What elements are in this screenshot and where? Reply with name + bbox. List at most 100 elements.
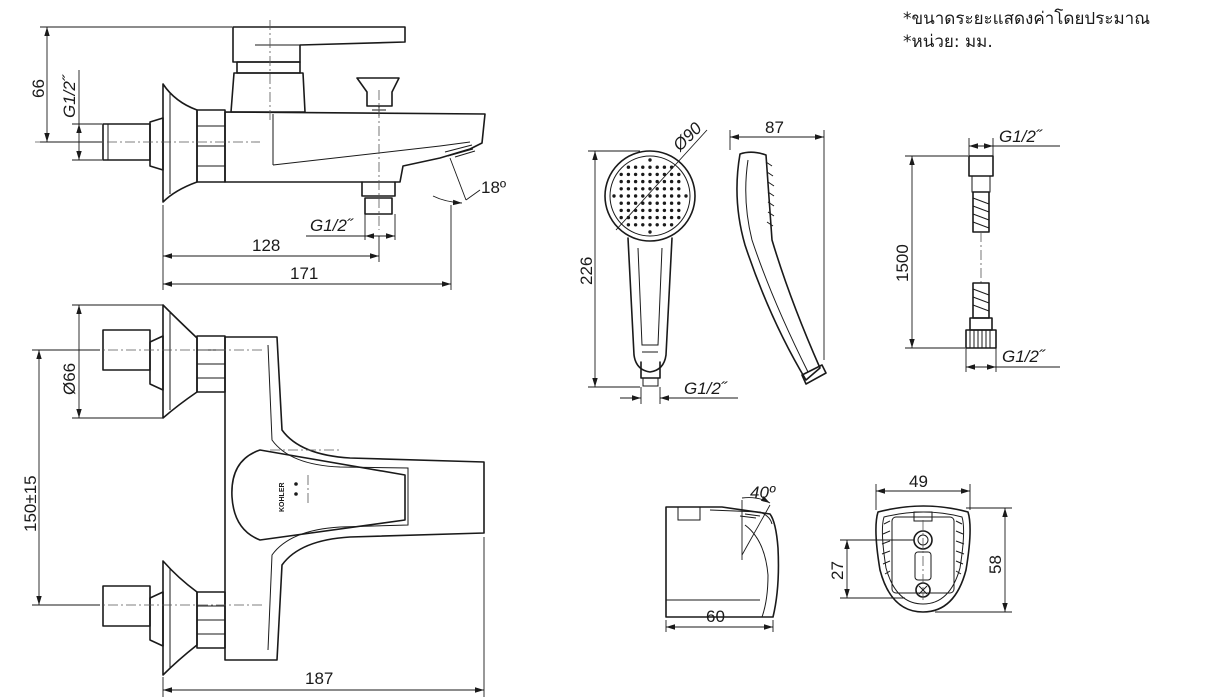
nozzle-dot [633, 179, 638, 184]
nozzle-dot [669, 172, 674, 177]
nozzle-dot [626, 172, 631, 177]
nozzle-dot [641, 172, 645, 177]
nozzle-dot [626, 208, 631, 213]
nozzle-dot [626, 187, 631, 191]
nozzle-dot [633, 194, 638, 198]
dim-side-total: 171 [290, 264, 318, 283]
handshower-front-view: Ø90 226 G1/2˝ [577, 118, 738, 404]
nozzle-dot [655, 194, 659, 198]
kohler-logo: KOHLER [279, 482, 286, 512]
nozzle-dot [648, 158, 652, 162]
nozzle-dot [648, 194, 652, 198]
nozzle-dot [662, 179, 667, 184]
nozzle-dot [669, 208, 674, 213]
dim-side-inlet-thread: G1/2˝ [60, 74, 79, 118]
nozzle-dot [619, 187, 623, 191]
nozzle-dot [669, 215, 674, 220]
nozzle-dot [684, 194, 688, 198]
nozzle-dot [626, 165, 631, 169]
nozzle-dot [677, 201, 681, 205]
nozzle-dot [677, 179, 681, 184]
dim-handshower-depth: 87 [765, 118, 784, 137]
nozzle-dot [641, 223, 645, 227]
nozzle-dot [641, 165, 645, 169]
nozzle-dot [677, 172, 681, 177]
indicator-dot [294, 482, 298, 486]
nozzle-dot [669, 194, 674, 198]
nozzle-dot [662, 215, 667, 220]
nozzle-dot [677, 215, 681, 220]
nozzle-dot [633, 187, 638, 191]
nozzle-dot [648, 230, 652, 234]
indicator-dot [294, 492, 298, 496]
nozzle-dot [669, 223, 674, 227]
nozzle-dot [626, 194, 631, 198]
dim-handshower-thread: G1/2˝ [684, 379, 728, 398]
dim-side-height: 66 [29, 79, 48, 98]
dim-flange-diameter: Ø66 [60, 363, 79, 395]
nozzle-dot [641, 201, 645, 205]
nozzle-dot [648, 172, 652, 177]
mixer-side-view: 66 G1/2˝ 18º G1/2˝ 128 171 [29, 20, 506, 290]
dim-spout-angle: 18º [481, 178, 506, 197]
dim-hose-thread-bottom: G1/2˝ [1002, 347, 1046, 366]
nozzle-dot [633, 201, 638, 205]
nozzle-dot [677, 194, 681, 198]
nozzle-dot [612, 194, 616, 198]
nozzle-dot [655, 223, 659, 227]
approximate-dimensions-note: *ขนาดระยะแสดงค่าโดยประมาณ [903, 9, 1150, 29]
nozzle-dot [677, 208, 681, 213]
nozzle-dot [626, 223, 631, 227]
nozzle-dot [669, 179, 674, 184]
shower-hose: G1/2˝ 1500 G1/2˝ [893, 127, 1060, 372]
holder-front-view: 49 27 58 [828, 472, 1012, 613]
nozzle-dot [619, 179, 623, 184]
nozzle-dot [619, 194, 623, 198]
dim-inlet-spacing: 150±15 [21, 475, 40, 532]
dim-holder-depth: 60 [706, 607, 725, 626]
nozzle-dot [641, 179, 645, 184]
nozzle-dot [633, 223, 638, 227]
nozzle-dot [619, 215, 623, 220]
nozzle-dot [641, 208, 645, 213]
nozzle-dot [648, 187, 652, 191]
dim-hose-length: 1500 [893, 244, 912, 282]
nozzle-dot [662, 201, 667, 205]
nozzle-dot [648, 201, 652, 205]
dim-holder-width: 49 [909, 472, 928, 491]
nozzle-dot [648, 208, 652, 213]
nozzle-dot [633, 215, 638, 220]
unit-note: *หน่วย: มม. [903, 32, 993, 52]
dim-handshower-diameter: Ø90 [669, 118, 706, 155]
dim-holder-height: 58 [986, 555, 1005, 574]
nozzle-dot [662, 187, 667, 191]
nozzle-dot [662, 194, 667, 198]
spray-nozzles [612, 158, 688, 234]
nozzle-dot [648, 215, 652, 220]
nozzle-dot [655, 187, 659, 191]
nozzle-dot [677, 187, 681, 191]
nozzle-dot [655, 165, 659, 169]
nozzle-dot [669, 201, 674, 205]
nozzle-dot [641, 194, 645, 198]
mixer-top-view: KOHLER Ø66 150±15 187 [21, 304, 485, 697]
nozzle-dot [633, 165, 638, 169]
nozzle-dot [648, 223, 652, 227]
nozzle-dot [669, 187, 674, 191]
nozzle-dot [648, 179, 652, 184]
dim-inlet-to-outlet: 128 [252, 236, 280, 255]
nozzle-dot [655, 201, 659, 205]
nozzle-dot [655, 208, 659, 213]
nozzle-dot [655, 179, 659, 184]
nozzle-dot [662, 223, 667, 227]
holder-side-view: 40º 60 [665, 483, 780, 632]
nozzle-dot [662, 208, 667, 213]
nozzle-dot [626, 201, 631, 205]
nozzle-dot [648, 165, 652, 169]
dim-top-total: 187 [305, 669, 333, 688]
dim-outlet-thread: G1/2˝ [310, 216, 354, 235]
handshower-side-view: 87 [729, 118, 827, 385]
nozzle-dot [662, 165, 667, 169]
nozzle-dot [655, 215, 659, 220]
